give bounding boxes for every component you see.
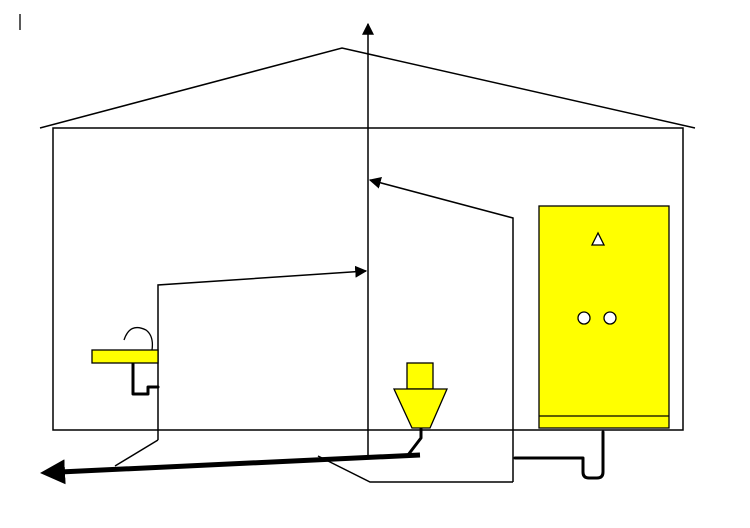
main-drain [40,452,421,485]
toilet-outlet [406,427,423,457]
roof [39,47,696,129]
sink-faucet-icon [123,326,154,351]
circle-icon-right [603,311,617,325]
cabinet-trap [513,430,605,480]
triangle-icon [590,231,606,246]
cabinet-appliance [513,205,670,480]
drain-connector-right [317,455,513,483]
circle-icon-left [577,311,591,325]
toilet-tank [406,362,434,390]
sink-trap [131,362,160,396]
toilet-bowl [392,388,448,429]
sink-vent-branch [157,265,368,440]
drain-connector-left [114,439,159,467]
toilet [392,362,448,457]
sink [91,326,160,396]
cabinet-vent-branch [368,176,514,482]
sink-basin [91,349,159,364]
